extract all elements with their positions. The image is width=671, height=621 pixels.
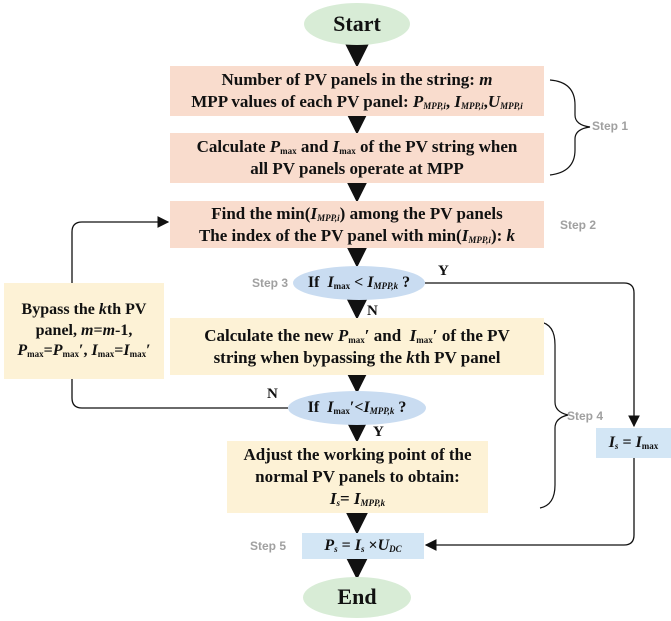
step-5-label: Step 5 <box>250 539 287 553</box>
decision-2-no-label: N <box>267 386 278 402</box>
calc-max-line-2: all PV panels operate at MPP <box>250 159 464 178</box>
decision-1-text: If Imax < IMPP,k ? <box>307 273 411 291</box>
decision-2-yes-label: Y <box>373 424 384 440</box>
find-min-line-1: Find the min(IMPP,i) among the PV panels <box>211 203 503 223</box>
decision-imax-check: If Imax < IMPP,k ? <box>293 266 425 300</box>
bypass-line-3: Pmax=Pmax′, Imax=Imax′ <box>17 342 151 360</box>
step-2-label: Step 2 <box>560 218 597 232</box>
input-box: Number of PV panels in the string: m MPP… <box>170 66 544 116</box>
calc-max-line-1: Calculate Pmax and Imax of the PV string… <box>196 137 518 157</box>
arrow-is-to-ps <box>424 458 635 551</box>
adjust-line-2: normal PV panels to obtain: <box>255 467 460 487</box>
adjust-line-3: Is= IMPP,k <box>329 488 386 508</box>
start-terminal: Start <box>304 3 410 45</box>
recalc-box: Calculate the new Pmax′ and Imax′ of the… <box>170 318 544 375</box>
adjust-line-1: Adjust the working point of the <box>243 445 472 465</box>
end-terminal: End <box>303 577 411 618</box>
recalc-line-2: string when bypassing the kth PV panel <box>213 347 501 367</box>
adjust-box: Adjust the working point of the normal P… <box>227 441 488 513</box>
step-4-label: Step 4 <box>567 409 604 423</box>
arrow-decision1-yes <box>425 282 640 428</box>
bypass-line-1: Bypass the kth PV <box>21 301 147 319</box>
decision-2-text: If Imax′<IMPP,k ? <box>307 398 407 416</box>
ps-output-box: Ps = Is ×UDC <box>302 533 424 559</box>
start-label: Start <box>333 10 381 36</box>
input-line-2: MPP values of each PV panel: PMPP,i, IMP… <box>191 92 523 111</box>
find-min-line-2: The index of the PV panel with min(IMPP,… <box>198 225 516 245</box>
decision-1-yes-label: Y <box>438 263 449 279</box>
bypass-line-2: panel, m=m-1, <box>35 321 133 339</box>
find-min-box: Find the min(IMPP,i) among the PV panels… <box>170 201 544 248</box>
recalc-line-1: Calculate the new Pmax′ and Imax′ of the… <box>204 325 510 345</box>
brace-step1 <box>549 79 591 176</box>
step-3-label: Step 3 <box>252 276 289 290</box>
calc-max-box: Calculate Pmax and Imax of the PV string… <box>170 133 544 183</box>
is-equals-imax-box: Is = Imax <box>596 428 671 458</box>
end-label: End <box>337 584 377 610</box>
decision-1-no-label: N <box>367 303 378 319</box>
decision-imax-new-check: If Imax′<IMPP,k ? <box>288 391 426 425</box>
input-line-1: Number of PV panels in the string: m <box>221 70 493 90</box>
step-1-label: Step 1 <box>592 119 629 133</box>
bypass-box: Bypass the kth PV panel, m=m-1, Pmax=Pma… <box>4 283 164 379</box>
brace-step4 <box>539 321 569 509</box>
is-box-text: Is = Imax <box>608 433 659 451</box>
ps-box-text: Ps = Is ×UDC <box>324 536 402 554</box>
